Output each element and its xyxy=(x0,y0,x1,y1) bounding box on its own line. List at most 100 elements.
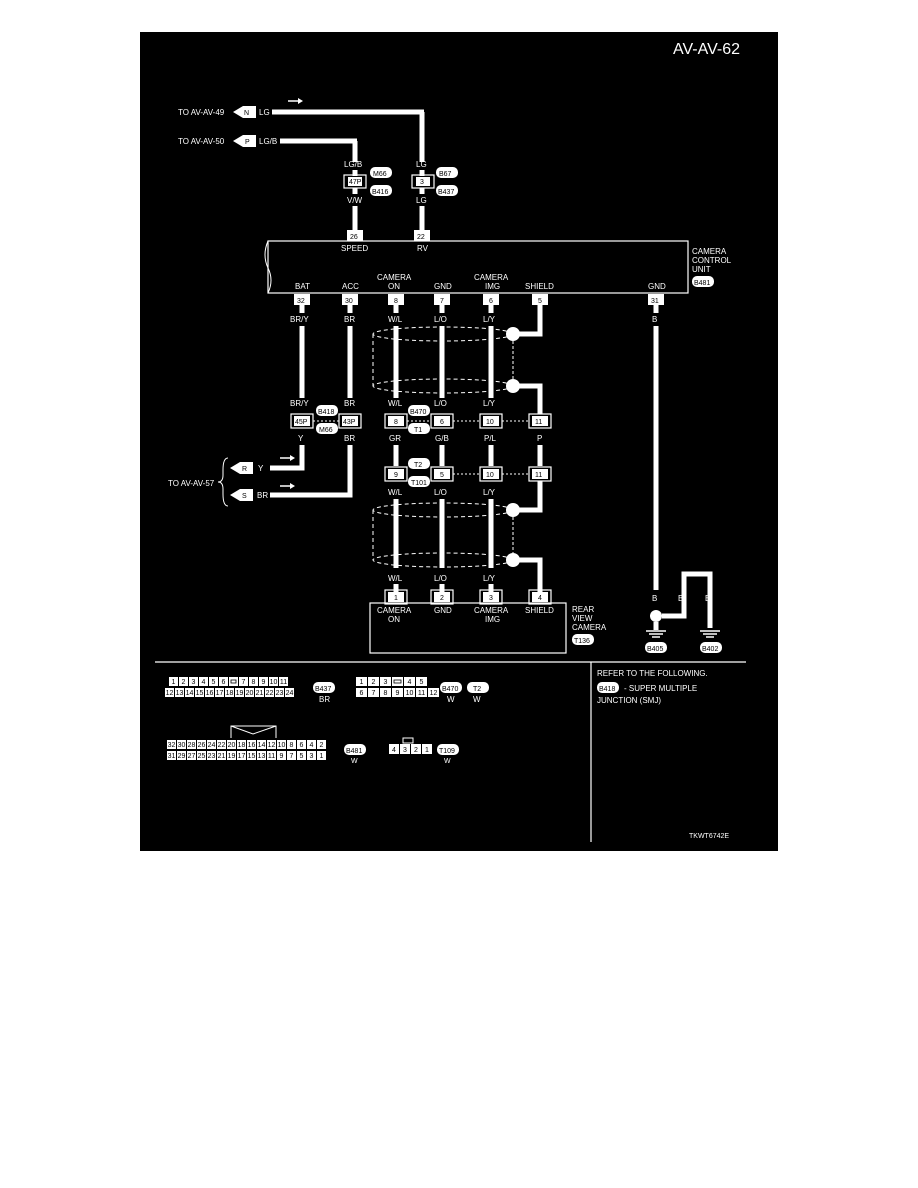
wire-color-ly-cam: L/Y xyxy=(483,574,496,583)
junction-45p-label: 45P xyxy=(295,419,308,426)
ccu-speed-label: SPEED xyxy=(341,244,368,253)
ccu-pin-8 xyxy=(388,294,404,305)
pin-cavity xyxy=(297,751,306,760)
pin-number: 7 xyxy=(372,690,376,697)
camera-name-2: VIEW xyxy=(572,614,593,623)
pin-cavity xyxy=(189,677,198,686)
pin-cavity xyxy=(255,688,264,697)
wire-color-b-g1: B xyxy=(652,594,657,603)
pin-cavity xyxy=(257,751,266,760)
conn-t101-tag xyxy=(408,476,430,487)
connector-t109-latch xyxy=(402,737,414,744)
pin-number: 19 xyxy=(236,690,244,697)
pin-number: 12 xyxy=(268,742,276,749)
pin-cavity xyxy=(411,744,421,754)
pin-blank-marker xyxy=(230,679,237,684)
wire-color-br-top: BR xyxy=(344,315,355,324)
pin-number: 1 xyxy=(360,679,364,686)
ccu-bat-label: BAT xyxy=(295,282,310,291)
page-title: AV-AV-62 xyxy=(673,41,740,58)
connector-b481-latch xyxy=(230,725,277,738)
conn-b470-face-label: B470 xyxy=(442,686,458,693)
pin-cavity xyxy=(392,677,403,686)
conn-b470-label: B470 xyxy=(410,409,426,416)
ccu-name-2: CONTROL xyxy=(692,256,732,265)
row2-pin-11: 11 xyxy=(535,472,542,479)
wire-color-y-ref: Y xyxy=(258,464,264,473)
ref-flag-n xyxy=(233,106,256,118)
ccu-pin-22-label: 22 xyxy=(417,234,425,241)
conn-b437-face-label: B437 xyxy=(315,686,331,693)
pin-number: 4 xyxy=(202,679,206,686)
camera-control-unit-box xyxy=(267,240,689,294)
ccu-name-3: UNIT xyxy=(692,265,711,274)
wire-color-lgb-mid: LG/B xyxy=(344,160,362,169)
wire-color-lo-mid: L/O xyxy=(434,399,447,408)
ccu-camera-on-label-2: ON xyxy=(388,282,400,291)
ccu-pin-22 xyxy=(414,230,430,241)
pin-cavity xyxy=(422,744,432,754)
pin-cavity xyxy=(404,677,415,686)
wire-color-br-low: BR xyxy=(344,434,355,443)
conn-t2-color: W xyxy=(473,695,481,704)
wire-color-lg-mid: LG xyxy=(416,160,427,169)
ccu-name-1: CAMERA xyxy=(692,247,727,256)
wire-color-lgb-top: LG/B xyxy=(259,137,277,146)
pin-cavity xyxy=(368,688,379,697)
camera-pin-3: 3 xyxy=(489,595,493,602)
ccu-shield-label: SHIELD xyxy=(525,282,554,291)
wire-color-lo-top: L/O xyxy=(434,315,447,324)
junction-47p-label: 47P xyxy=(349,179,362,186)
diagram-panel xyxy=(140,32,778,851)
conn-t109-face-tag xyxy=(437,744,459,755)
ground-symbol-b405 xyxy=(646,630,666,638)
camera-on-label-1: CAMERA xyxy=(377,606,412,615)
conn-b418-tag xyxy=(316,405,338,416)
shield-wire-upper xyxy=(513,305,543,337)
pin-number: 3 xyxy=(403,747,407,754)
pin-cavity xyxy=(207,740,216,749)
pin-number: 22 xyxy=(218,742,226,749)
pin-cavity xyxy=(237,740,246,749)
pin-number: 7 xyxy=(290,753,294,760)
pin-cavity xyxy=(285,688,294,697)
junction-43p-pin xyxy=(342,416,358,426)
pin-cavity xyxy=(356,688,367,697)
ground-symbol-b402 xyxy=(700,630,720,638)
pin-number: 24 xyxy=(286,690,294,697)
pin-number: 20 xyxy=(228,742,236,749)
pin-number: 20 xyxy=(246,690,254,697)
wire-color-lg-low: LG xyxy=(416,196,427,205)
wire-color-bry-mid: BR/Y xyxy=(290,399,309,408)
conn-t136-tag xyxy=(572,634,594,645)
conn-t101-label: T101 xyxy=(411,480,427,487)
conn-b67-tag xyxy=(436,167,458,178)
pin-number: 11 xyxy=(268,753,275,760)
ref-flag-p-label: P xyxy=(245,139,250,146)
ref-brace-av57 xyxy=(217,457,229,507)
pin-cavity xyxy=(259,677,268,686)
wire-color-br-ref: BR xyxy=(257,491,268,500)
pin-number: 4 xyxy=(310,742,314,749)
pin-number: 8 xyxy=(290,742,294,749)
ccu-pin-32-label: 32 xyxy=(297,298,305,305)
pin-number: 21 xyxy=(256,690,264,697)
pin-number: 23 xyxy=(276,690,284,697)
pin-number: 11 xyxy=(418,690,425,697)
pin-cavity xyxy=(392,688,403,697)
conn-b481-face-tag xyxy=(344,744,366,755)
pin-cavity xyxy=(179,677,188,686)
pin-cavity xyxy=(177,740,186,749)
wire-color-lo-cam: L/O xyxy=(434,574,447,583)
ground-splice-node xyxy=(650,610,662,622)
pin-cavity xyxy=(249,677,258,686)
pin-number: 3 xyxy=(384,679,388,686)
pin-cavity xyxy=(400,744,410,754)
wire-color-wl-low: W/L xyxy=(388,488,403,497)
pin-number: 2 xyxy=(414,747,418,754)
pin-cavity xyxy=(380,688,391,697)
camera-on-label-2: ON xyxy=(388,615,400,624)
